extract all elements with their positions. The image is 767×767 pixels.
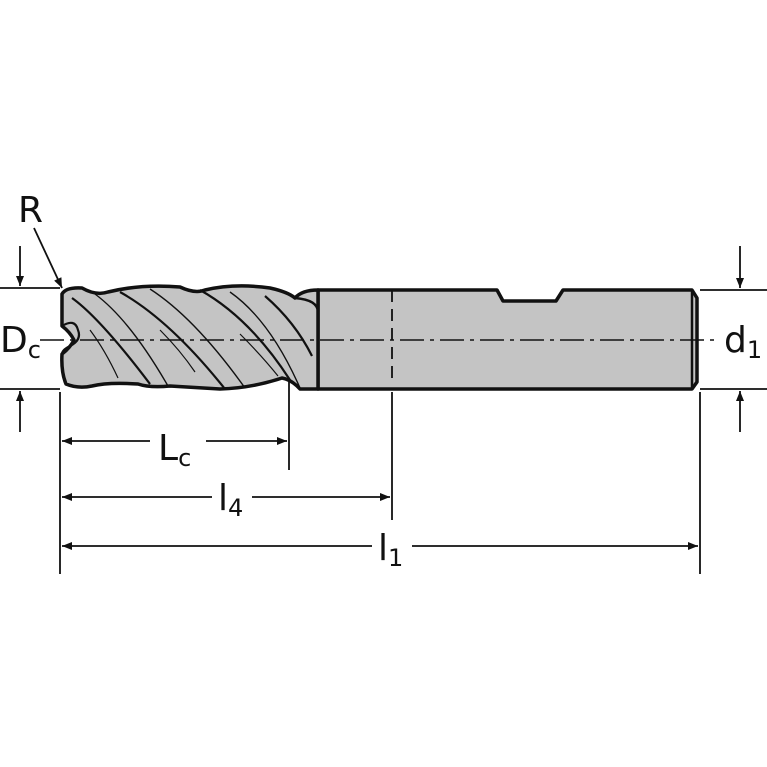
shank-diameter-label: d1: [724, 320, 762, 364]
radius-leader: [33, 227, 63, 289]
extension-lines: [0, 287, 767, 574]
cutting-diameter-label: Dc: [0, 320, 41, 364]
cutting-length-label: Lc: [158, 428, 191, 472]
neck-length-label: l4: [218, 478, 243, 522]
radius-label: R: [18, 190, 43, 231]
flute-section: [60, 284, 320, 391]
overall-length-label: l1: [378, 528, 403, 572]
